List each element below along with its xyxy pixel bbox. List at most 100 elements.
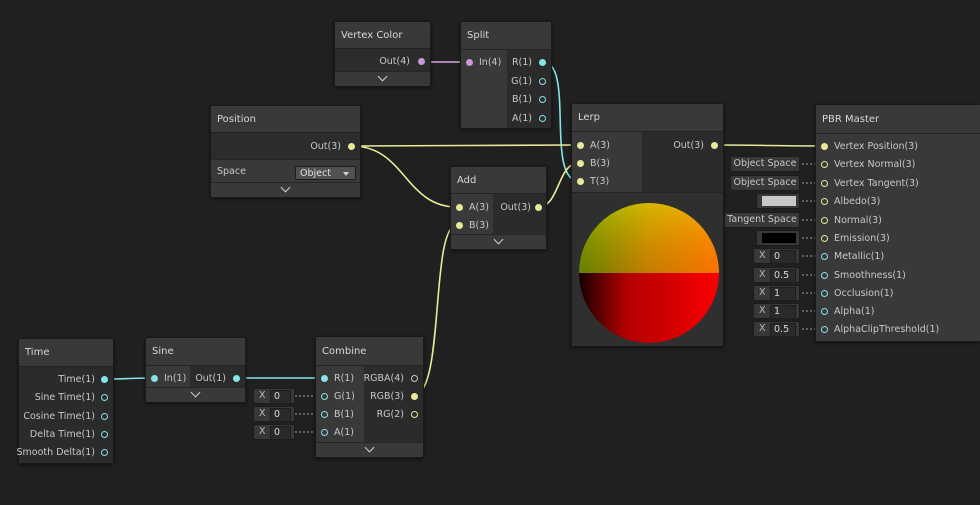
- output-port-label: RGB(3): [370, 391, 404, 402]
- preview-panel[interactable]: [572, 192, 723, 346]
- output-port-label: Out(3): [310, 141, 341, 152]
- input-port[interactable]: [821, 143, 828, 150]
- space-dropdown[interactable]: Object: [295, 166, 356, 180]
- input-port[interactable]: [821, 326, 828, 333]
- input-port[interactable]: [821, 198, 828, 205]
- emission-color-field[interactable]: [756, 230, 800, 246]
- field-value: Tangent Space: [727, 214, 797, 225]
- alpha-value[interactable]: 1: [770, 305, 796, 319]
- input-port[interactable]: [821, 308, 828, 315]
- x-label: X: [759, 269, 766, 280]
- output-port-label: A(1): [512, 113, 532, 124]
- input-port-label: Vertex Position(3): [834, 141, 919, 152]
- input-port-t[interactable]: [577, 178, 584, 185]
- metallic-value[interactable]: 0: [770, 250, 796, 264]
- collapse-toggle[interactable]: [316, 442, 423, 457]
- input-port-a[interactable]: [321, 429, 328, 436]
- input-port[interactable]: [821, 217, 828, 224]
- g-value[interactable]: 0: [270, 390, 291, 404]
- b-value[interactable]: 0: [270, 408, 291, 422]
- input-port[interactable]: [821, 235, 828, 242]
- input-port[interactable]: [821, 253, 828, 260]
- split-node[interactable]: Split In(4) R(1) G(1) B(1) A(1): [460, 21, 552, 129]
- input-port-a[interactable]: [577, 142, 584, 149]
- input-port[interactable]: [821, 161, 828, 168]
- output-port[interactable]: [233, 375, 240, 382]
- add-node[interactable]: Add A(3) B(3) Out(3): [450, 166, 547, 250]
- input-port-r[interactable]: [321, 375, 328, 382]
- lerp-node[interactable]: Lerp A(3) B(3) T(3) Out(3): [571, 103, 724, 347]
- albedo-color-field[interactable]: [756, 193, 800, 209]
- collapse-toggle[interactable]: [211, 182, 360, 197]
- pbr-master-node[interactable]: PBR Master Vertex Position(3) Vertex Nor…: [815, 104, 980, 342]
- input-port[interactable]: [821, 180, 828, 187]
- output-port[interactable]: [101, 431, 108, 438]
- occlusion-value[interactable]: 1: [770, 287, 796, 301]
- smoothness-field[interactable]: X 0.5: [753, 267, 800, 283]
- collapse-toggle[interactable]: [146, 387, 245, 402]
- input-port[interactable]: [821, 272, 828, 279]
- sine-node[interactable]: Sine In(1) Out(1): [145, 337, 246, 403]
- position-node[interactable]: Position Out(3) Space Object: [210, 105, 361, 198]
- input-port-label: Vertex Tangent(3): [834, 178, 919, 189]
- time-node[interactable]: Time Time(1) Sine Time(1) Cosine Time(1)…: [17, 338, 114, 464]
- input-port-label: Smoothness(1): [834, 270, 906, 281]
- input-port-g[interactable]: [321, 393, 328, 400]
- input-port-label: In(1): [164, 373, 187, 384]
- output-port[interactable]: [101, 394, 108, 401]
- chevron-down-icon: [364, 442, 375, 453]
- output-port[interactable]: [539, 115, 546, 122]
- output-port[interactable]: [539, 59, 546, 66]
- output-port[interactable]: [539, 96, 546, 103]
- collapse-toggle[interactable]: [335, 71, 430, 86]
- input-port[interactable]: [151, 375, 158, 382]
- input-port-label: G(1): [334, 391, 355, 402]
- space-dropdown-value: Object: [300, 168, 331, 179]
- x-label: X: [759, 287, 766, 298]
- input-port-label: AlphaClipThreshold(1): [834, 324, 940, 335]
- albedo-color-swatch: [762, 196, 796, 206]
- output-port[interactable]: [411, 375, 418, 382]
- output-port[interactable]: [539, 78, 546, 85]
- smoothness-value[interactable]: 0.5: [770, 269, 796, 283]
- normal-space-field[interactable]: Tangent Space: [724, 212, 800, 228]
- alpha-clip-value[interactable]: 0.5: [770, 323, 796, 337]
- output-port[interactable]: [101, 449, 108, 456]
- output-port[interactable]: [535, 204, 542, 211]
- input-port[interactable]: [821, 290, 828, 297]
- output-port[interactable]: [418, 58, 425, 65]
- node-title: Vertex Color: [335, 22, 430, 49]
- output-port[interactable]: [101, 376, 108, 383]
- combine-node[interactable]: Combine R(1) G(1) B(1) A(1) RGBA(4) RGB(…: [315, 336, 424, 458]
- node-title: PBR Master: [816, 105, 980, 134]
- input-port-label: B(3): [590, 158, 610, 169]
- output-port[interactable]: [101, 413, 108, 420]
- collapse-toggle[interactable]: [451, 234, 546, 249]
- output-port[interactable]: [411, 411, 418, 418]
- input-port-b[interactable]: [577, 160, 584, 167]
- output-port-label: Out(1): [195, 373, 226, 384]
- input-port-label: B(1): [334, 409, 354, 420]
- input-port-label: Vertex Normal(3): [834, 159, 916, 170]
- a-value[interactable]: 0: [270, 426, 291, 440]
- output-port[interactable]: [348, 143, 355, 150]
- input-port-a[interactable]: [456, 204, 463, 211]
- input-port-label: Metallic(1): [834, 251, 885, 262]
- vertex-tangent-space-field[interactable]: Object Space: [730, 175, 800, 191]
- input-port-b[interactable]: [321, 411, 328, 418]
- output-port[interactable]: [411, 393, 418, 400]
- input-port-label: T(3): [590, 176, 610, 187]
- input-port-label: In(4): [479, 57, 502, 68]
- vertex-normal-space-field[interactable]: Object Space: [730, 156, 800, 172]
- input-port[interactable]: [466, 59, 473, 66]
- input-port-b[interactable]: [456, 222, 463, 229]
- output-port[interactable]: [711, 142, 718, 149]
- vertex-color-node[interactable]: Vertex Color Out(4): [334, 21, 431, 87]
